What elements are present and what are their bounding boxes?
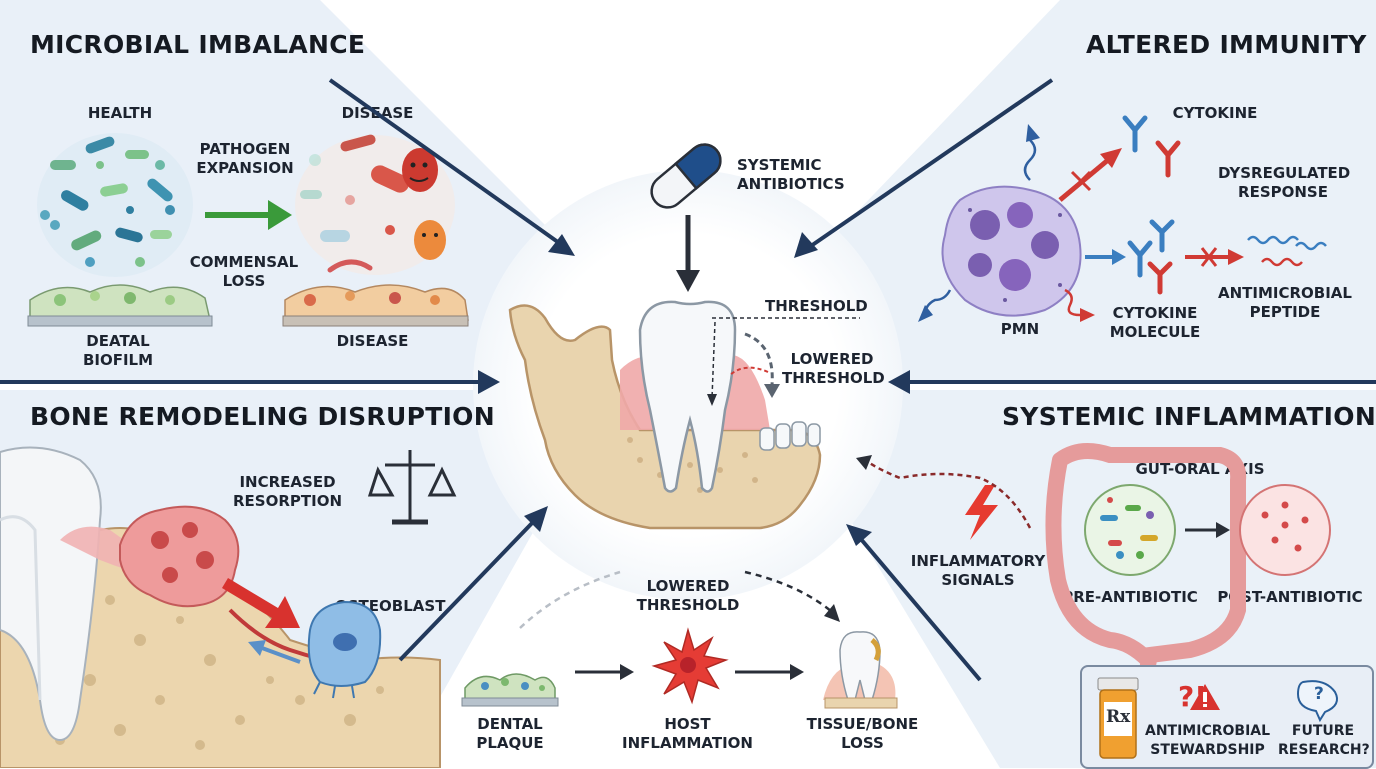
threshold-label: THRESHOLD	[765, 297, 868, 315]
osteoblast-label: OSTEOBLAST	[335, 597, 446, 615]
post-antibiotic-label: POST-ANTIBIOTIC	[1217, 588, 1363, 606]
cytokine-label: CYTOKINE	[1172, 104, 1258, 122]
pmn-label: PMN	[1000, 320, 1040, 338]
question-mark-glyph: ?	[1314, 684, 1324, 704]
pre-antibiotic-label: PRE-ANTIBIOTIC	[1062, 588, 1198, 606]
microbial-title: MICROBIAL IMBALANCE	[30, 30, 366, 59]
immunity-title: ALTERED IMMUNITY	[1086, 30, 1367, 59]
panel-bone-bg	[0, 390, 540, 768]
disease-top-label: DISEASE	[341, 104, 414, 122]
rx-symbol: Rx	[1106, 707, 1131, 727]
disease-bottom-label: DISEASE	[336, 332, 409, 350]
health-label: HEALTH	[87, 104, 153, 122]
systemic-title: SYSTEMIC INFLAMMATION	[1002, 402, 1376, 431]
question-warning-symbol: ?!	[1178, 680, 1208, 713]
gut-oral-label: GUT-ORAL AXIS	[1135, 460, 1265, 478]
bone-title: BONE REMODELING DISRUPTION	[30, 402, 495, 431]
